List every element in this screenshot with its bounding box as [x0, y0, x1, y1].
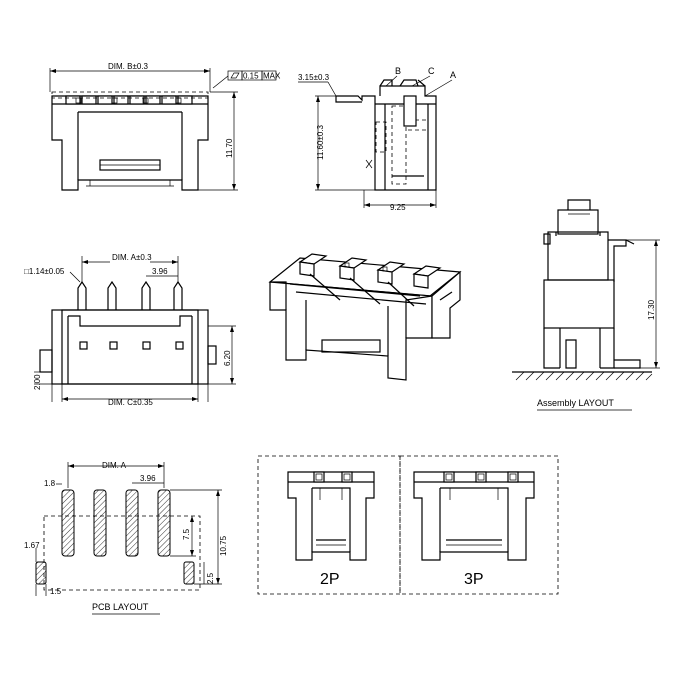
assembly-view: 17.30 Assembly LAYOUT: [512, 199, 660, 411]
variant-2p-label: 2P: [320, 571, 340, 588]
assembly-title: Assembly LAYOUT: [537, 398, 614, 408]
height-11-70: 11.70: [225, 138, 234, 158]
variant-3p-drawing: [413, 471, 535, 561]
height-17-30: 17.30: [647, 299, 656, 320]
variant-3p-label: 3P: [464, 571, 484, 588]
dim-a-pcb: DIM. A: [102, 461, 127, 470]
mark-c: C: [428, 66, 435, 76]
height-6-20: 6.20: [223, 350, 232, 366]
height-2-00: 2.00: [33, 374, 42, 390]
width-9-25: 9.25: [390, 203, 406, 212]
flatness-value: 0.15: [243, 72, 259, 81]
pitch-front: 3.96: [152, 267, 168, 276]
flatness-max: MAX: [263, 72, 281, 81]
variants-view: 2P 3P: [257, 455, 559, 595]
isometric-view: [268, 253, 462, 381]
side-view-top: 3.15±0.3 B C A 11.60±0.3: [298, 66, 456, 212]
pcb-7-5: 7.5: [182, 528, 191, 540]
height-11-60: 11.60±0.3: [316, 125, 325, 160]
dim-b-label: DIM. B±0.3: [108, 62, 149, 71]
dim-c-label: DIM. C±0.35: [108, 398, 153, 407]
mark-a: A: [450, 70, 456, 80]
pcb-1-8: 1.8: [44, 479, 56, 488]
pcb-layout-title: PCB LAYOUT: [92, 602, 149, 612]
front-view-pins: □1.14±0.05 DIM. A±0.3 3.96 6.20: [24, 253, 236, 407]
pcb-1-67: 1.67: [24, 541, 40, 550]
pitch-pcb: 3.96: [140, 474, 156, 483]
pcb-layout-view: 1.8 DIM. A 3.96 1.67 7.5 10.75 2.5: [24, 461, 228, 615]
width-3-15: 3.15±0.3: [298, 73, 330, 82]
pcb-2-5: 2.5: [206, 572, 215, 584]
dim-a-front: DIM. A±0.3: [112, 253, 152, 262]
flatness-icon: [230, 72, 240, 79]
variant-2p-drawing: [287, 471, 375, 561]
pcb-10-75: 10.75: [219, 535, 228, 556]
front-view-top: DIM. B±0.3 0.15 MAX: [49, 62, 281, 191]
pin-square-size: □1.14±0.05: [24, 267, 65, 276]
pcb-1-5: 1.5: [50, 587, 62, 596]
mark-b: B: [395, 66, 401, 76]
